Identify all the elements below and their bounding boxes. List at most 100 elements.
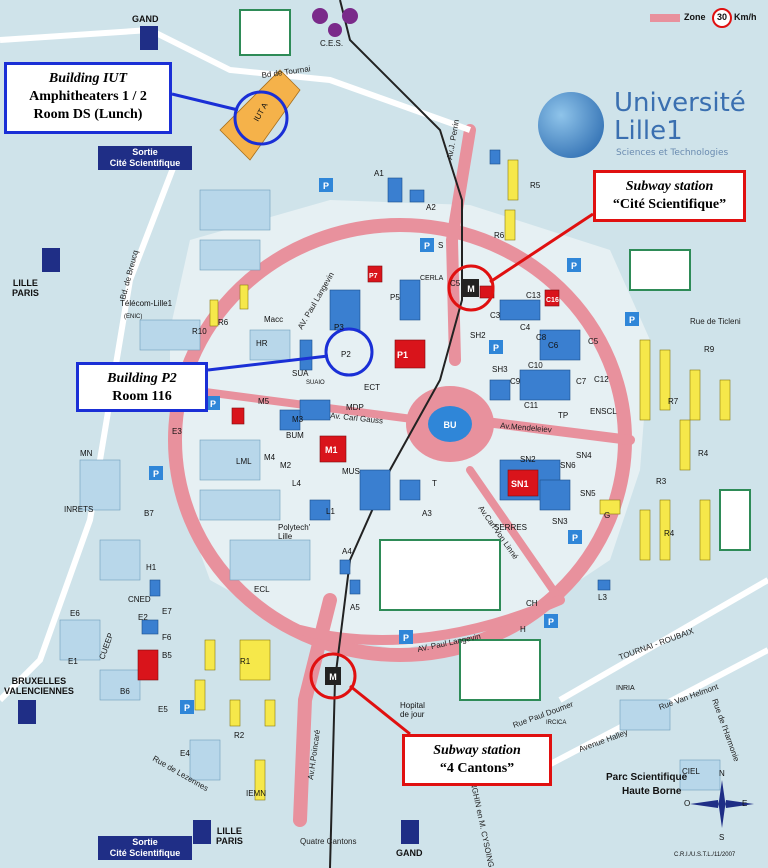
- logo-subtitle: Sciences et Technologies: [616, 148, 729, 158]
- callout-cite-line1: “Cité Scientifique”: [612, 197, 727, 212]
- svg-text:S: S: [438, 241, 443, 250]
- svg-text:E3: E3: [172, 427, 182, 436]
- parc-label-2: Haute Borne: [622, 786, 682, 797]
- svg-text:F6: F6: [162, 633, 172, 642]
- svg-text:C7: C7: [576, 377, 587, 386]
- svg-text:E7: E7: [162, 607, 172, 616]
- svg-text:A1: A1: [374, 169, 384, 178]
- road-label-mendeleiev: Av.Mendeleiev: [500, 421, 552, 434]
- label-ces: C.E.S.: [320, 39, 343, 48]
- label-c16: C16: [546, 297, 559, 304]
- exit-bottom: Sortie Cité Scientifique: [98, 836, 192, 860]
- svg-text:C5: C5: [588, 337, 599, 346]
- svg-text:L1: L1: [326, 507, 335, 516]
- zone-speed-icon: [712, 8, 732, 28]
- svg-text:C6: C6: [548, 341, 559, 350]
- svg-text:P: P: [572, 533, 578, 543]
- svg-text:R4: R4: [698, 449, 709, 458]
- svg-text:P: P: [184, 703, 190, 713]
- svg-text:R10: R10: [192, 327, 207, 336]
- svg-text:P: P: [210, 399, 216, 409]
- svg-text:E2: E2: [138, 613, 148, 622]
- callout-cantons-line1: “4 Cantons”: [439, 761, 515, 776]
- exit-bottom-line2: Cité Scientifique: [109, 848, 181, 858]
- bu-label: BU: [444, 420, 457, 430]
- svg-text:ECT: ECT: [364, 383, 380, 392]
- svg-text:R3: R3: [656, 477, 667, 486]
- p2-highlight: [324, 327, 374, 377]
- svg-text:A4: A4: [342, 547, 352, 556]
- callout-p2-line1: Room 116: [112, 389, 172, 404]
- cite-leader: [489, 212, 594, 284]
- iut-highlight: [233, 90, 289, 146]
- svg-text:R4: R4: [664, 529, 675, 538]
- svg-text:G: G: [604, 511, 610, 520]
- svg-text:S: S: [719, 833, 724, 842]
- svg-text:MN: MN: [80, 449, 93, 458]
- label-p2: P2: [341, 350, 351, 359]
- logo-name-1: Université: [614, 88, 746, 118]
- svg-text:L3: L3: [598, 593, 607, 602]
- svg-text:H: H: [520, 625, 526, 634]
- svg-text:N: N: [719, 769, 725, 778]
- svg-text:A5: A5: [350, 603, 360, 612]
- svg-text:P: P: [548, 617, 554, 627]
- compass-icon: N S E O: [684, 769, 754, 842]
- svg-text:P: P: [571, 261, 577, 271]
- iut-building: [219, 69, 301, 161]
- svg-text:CERLA: CERLA: [420, 275, 444, 282]
- road-label-quatre-cantons: Quatre Cantons: [300, 837, 356, 846]
- ces-circles: [312, 8, 358, 37]
- svg-text:C9: C9: [510, 377, 521, 386]
- label-sn1: SN1: [511, 479, 529, 489]
- svg-text:E: E: [742, 799, 747, 808]
- highway-icon-lille-bottom: [193, 820, 211, 844]
- bu-building: [428, 406, 472, 442]
- svg-text:INRIA: INRIA: [616, 685, 635, 692]
- road-vonlinne: [466, 466, 564, 604]
- svg-text:SN3: SN3: [552, 517, 568, 526]
- svg-text:R6: R6: [494, 231, 505, 240]
- svg-text:P: P: [403, 633, 409, 643]
- svg-text:A2: A2: [426, 203, 436, 212]
- svg-text:Télécom-Lille1: Télécom-Lille1: [120, 299, 173, 308]
- svg-text:R1: R1: [240, 657, 251, 666]
- svg-text:B5: B5: [162, 651, 172, 660]
- sports-fields: [239, 9, 751, 701]
- svg-text:LML: LML: [236, 457, 252, 466]
- logo-globe-icon: [538, 92, 604, 158]
- highway-icon-gand-bottom: [401, 820, 419, 844]
- svg-text:R2: R2: [234, 731, 245, 740]
- svg-text:E6: E6: [70, 609, 80, 618]
- label-p3: P3: [334, 323, 344, 332]
- callout-iut: Building IUT Amphitheaters 1 / 2 Room DS…: [4, 62, 172, 134]
- svg-text:M5: M5: [258, 397, 270, 406]
- blue-buildings: [141, 149, 611, 635]
- highway-icon-lille-left: [42, 248, 60, 272]
- svg-text:M4: M4: [264, 453, 276, 462]
- callout-cite: Subway station “Cité Scientifique”: [593, 170, 746, 222]
- svg-text:MUS: MUS: [342, 467, 360, 476]
- road-perrin: [445, 124, 476, 366]
- label-m1: M1: [325, 445, 338, 455]
- svg-text:M2: M2: [280, 461, 292, 470]
- svg-text:B7: B7: [144, 509, 154, 518]
- svg-text:C4: C4: [520, 323, 531, 332]
- parc-label-1: Parc Scientifique: [606, 772, 688, 783]
- p2-leader: [207, 354, 329, 372]
- exit-bottom-line1: Sortie: [132, 837, 158, 847]
- exit-top: Sortie Cité Scientifique: [98, 146, 192, 170]
- svg-text:L4: L4: [292, 479, 301, 488]
- roads: [168, 124, 635, 827]
- svg-text:BUM: BUM: [286, 431, 304, 440]
- city-gand-top: GAND: [132, 14, 159, 24]
- exit-top-line2: Cité Scientifique: [109, 158, 181, 168]
- svg-text:SUA: SUA: [292, 369, 309, 378]
- svg-text:SN6: SN6: [560, 461, 576, 470]
- svg-text:HR: HR: [256, 339, 268, 348]
- zone-label: Zone: [684, 12, 706, 22]
- svg-text:(ENIC): (ENIC): [124, 314, 142, 320]
- svg-text:Macc: Macc: [264, 315, 283, 324]
- callout-p2-title: Building P2: [107, 371, 177, 386]
